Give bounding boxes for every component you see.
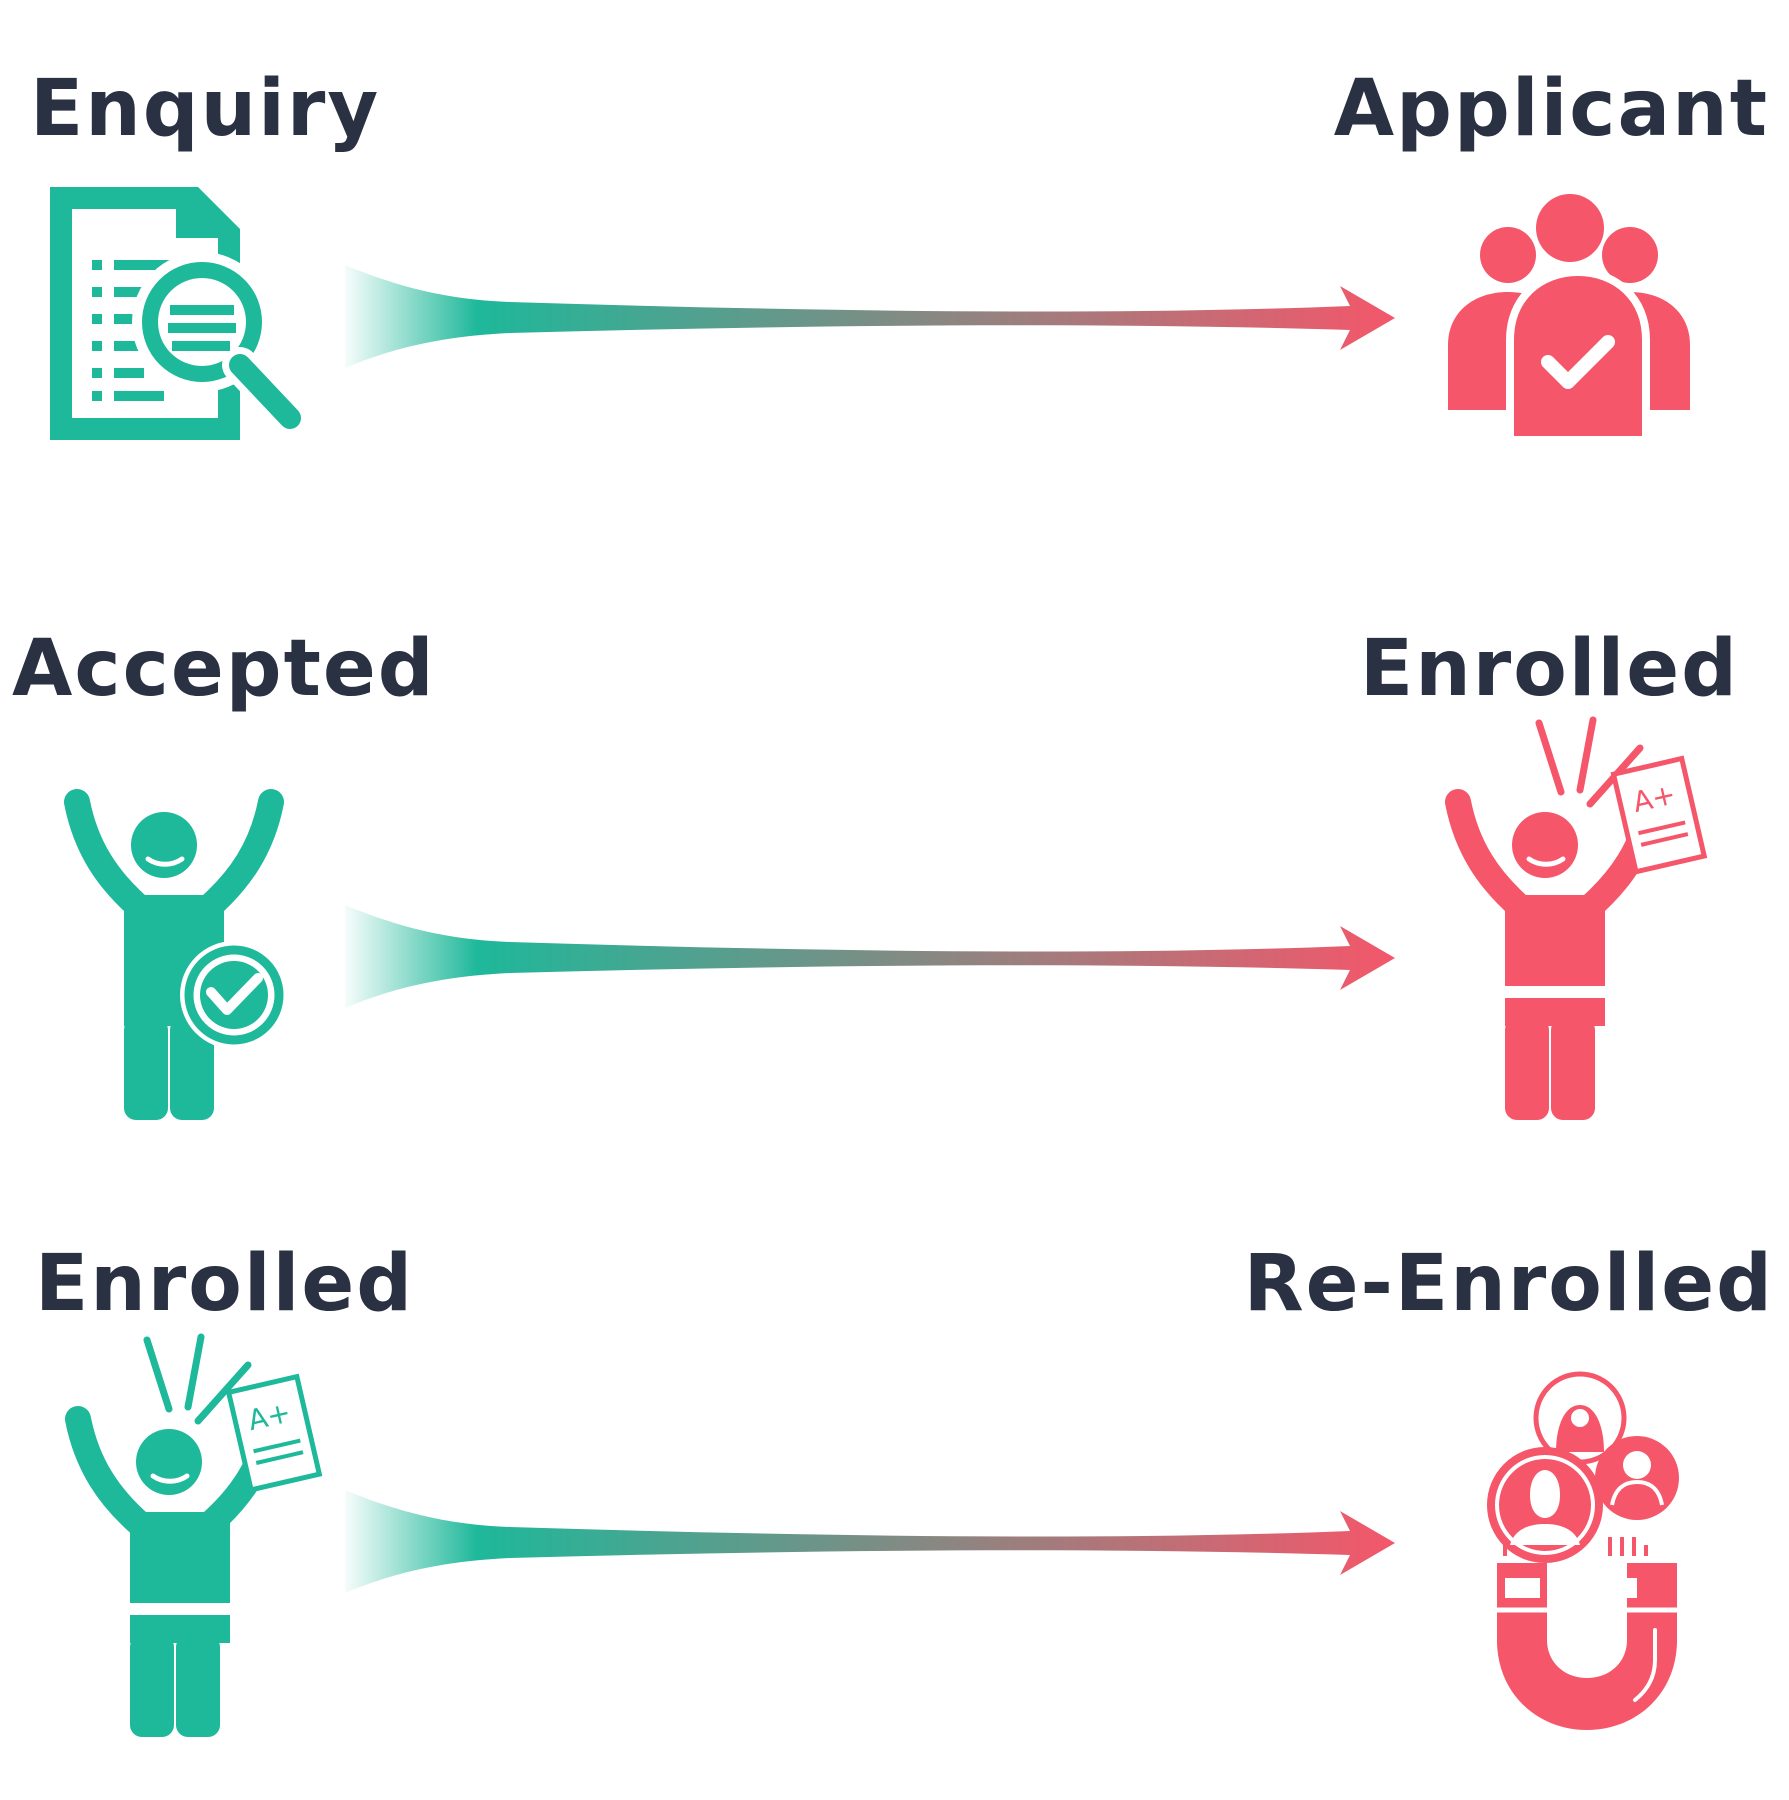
group-check-icon <box>1448 194 1690 444</box>
arrow-enquiry-to-applicant <box>345 265 1395 368</box>
document-search-icon <box>50 187 308 440</box>
magnet-people-icon <box>1487 1371 1679 1730</box>
stage-label-enquiry: Enquiry <box>30 64 381 154</box>
stage-label-re-enrolled: Re-Enrolled <box>1243 1239 1774 1329</box>
arrow-enrolled-to-re-enrolled <box>345 1490 1395 1593</box>
arrow-accepted-to-enrolled <box>345 905 1395 1008</box>
person-celebrating-grade-icon: A+ <box>65 1333 323 1737</box>
stage-label-accepted: Accepted <box>12 624 436 714</box>
person-check-icon <box>64 789 288 1120</box>
stage-label-applicant: Applicant <box>1333 64 1769 154</box>
person-celebrating-grade-icon: A+ <box>1445 716 1708 1120</box>
stage-label-enrolled-2: Enrolled <box>35 1239 415 1329</box>
stage-label-enrolled: Enrolled <box>1359 624 1739 714</box>
